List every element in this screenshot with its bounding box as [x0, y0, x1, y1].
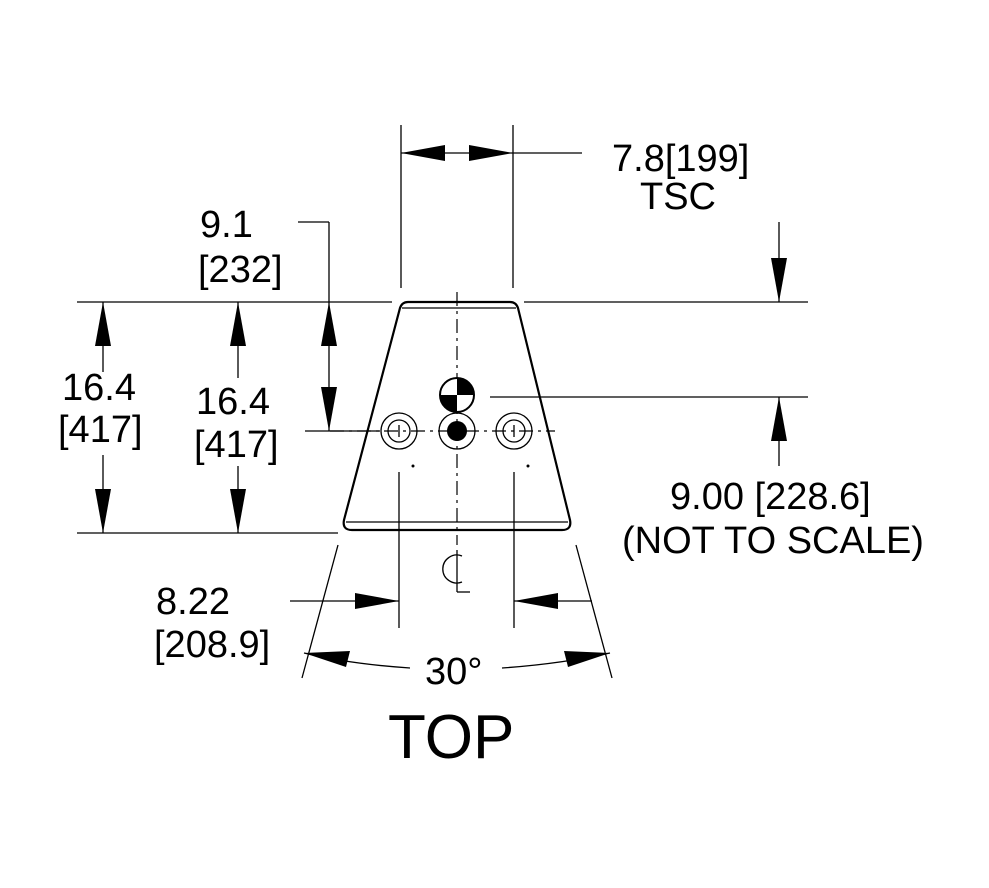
dim-height-inner-line2: [417]	[194, 424, 279, 466]
trapezoid-body	[342, 300, 572, 532]
dim-bolt-spacing-line2: [208.9]	[154, 624, 270, 666]
centerline-symbol-icon	[442, 550, 470, 593]
dim-cg-offset	[298, 221, 380, 432]
hole-right	[495, 412, 533, 450]
reference-dot	[526, 464, 530, 468]
dim-height-outer-line1: 16.4	[62, 367, 136, 409]
center-of-gravity-icon	[439, 377, 475, 413]
dim-hole-offset-line2: (NOT TO SCALE)	[622, 520, 924, 562]
dim-hole-offset-line1: 9.00 [228.6]	[670, 476, 871, 518]
dim-cg-offset-line2: [232]	[198, 249, 283, 291]
dim-cg-offset-line1: 9.1	[200, 204, 253, 246]
hole-left	[380, 412, 418, 450]
dim-angle-label: 30°	[425, 651, 482, 693]
dim-bolt-spacing	[290, 472, 592, 628]
dim-bolt-spacing-line1: 8.22	[156, 581, 230, 623]
dim-height-inner-line1: 16.4	[196, 381, 270, 423]
dim-top-width-line2: TSC	[640, 176, 716, 218]
dim-top-width	[400, 125, 582, 288]
dim-top-width-line1: 7.8[199]	[612, 138, 749, 180]
reference-dot	[411, 464, 415, 468]
dim-right-top-arrow	[771, 222, 787, 302]
dim-height-outer-line2: [417]	[58, 409, 143, 451]
dim-angle	[301, 544, 613, 679]
dim-hole-offset	[490, 396, 808, 466]
dim-height-outer	[95, 302, 111, 533]
view-label: TOP	[388, 703, 514, 772]
dim-height-inner	[230, 302, 246, 533]
